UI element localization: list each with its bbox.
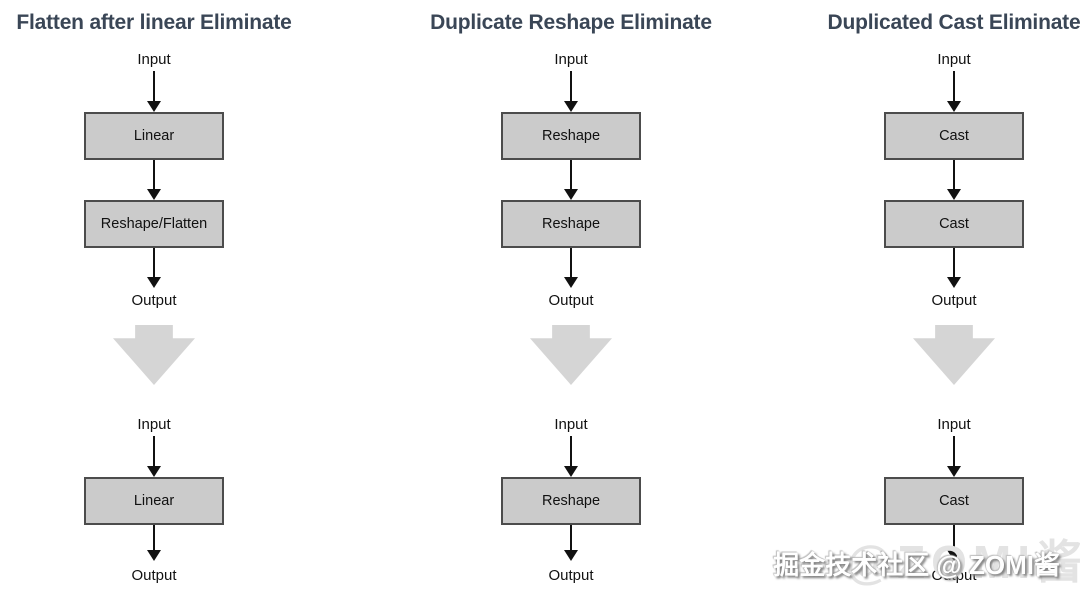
arrow-down-icon [947,525,961,561]
arrow-down-icon [147,160,161,200]
output-label: Output [548,292,594,309]
arrow-down-icon [947,436,961,477]
block-arrow-down-icon [913,325,995,385]
arrow-down-icon [947,160,961,200]
node-box: Reshape [501,200,641,248]
input-label: Input [554,416,588,433]
node-box: Reshape [501,477,641,525]
input-label: Input [937,416,971,433]
output-label: Output [931,567,977,584]
node-box: Reshape/Flatten [84,200,224,248]
node-box: Linear [84,477,224,525]
output-label: Output [931,292,977,309]
node-box: Cast [884,112,1024,160]
arrow-down-icon [564,71,578,112]
column-flatten-after-linear: Flatten after linear Eliminate Input Lin… [0,0,308,585]
input-label: Input [554,51,588,68]
output-label: Output [131,567,177,584]
block-arrow-down-icon [113,325,195,385]
arrow-down-icon [564,160,578,200]
arrow-down-icon [147,71,161,112]
column-duplicated-cast: Duplicated Cast Eliminate Input Cast Cas… [800,0,1080,585]
output-label: Output [131,292,177,309]
arrow-down-icon [564,248,578,288]
arrow-down-icon [947,71,961,112]
input-label: Input [137,51,171,68]
arrow-down-icon [147,436,161,477]
arrow-down-icon [947,248,961,288]
column-title: Duplicated Cast Eliminate [827,11,1080,34]
node-box: Cast [884,200,1024,248]
input-label: Input [937,51,971,68]
column-title: Flatten after linear Eliminate [16,11,292,34]
node-box: Linear [84,112,224,160]
arrow-down-icon [147,248,161,288]
node-box: Cast [884,477,1024,525]
column-duplicate-reshape: Duplicate Reshape Eliminate Input Reshap… [417,0,725,585]
column-title: Duplicate Reshape Eliminate [430,11,712,34]
block-arrow-down-icon [530,325,612,385]
arrow-down-icon [564,436,578,477]
arrow-down-icon [147,525,161,561]
output-label: Output [548,567,594,584]
input-label: Input [137,416,171,433]
node-box: Reshape [501,112,641,160]
arrow-down-icon [564,525,578,561]
